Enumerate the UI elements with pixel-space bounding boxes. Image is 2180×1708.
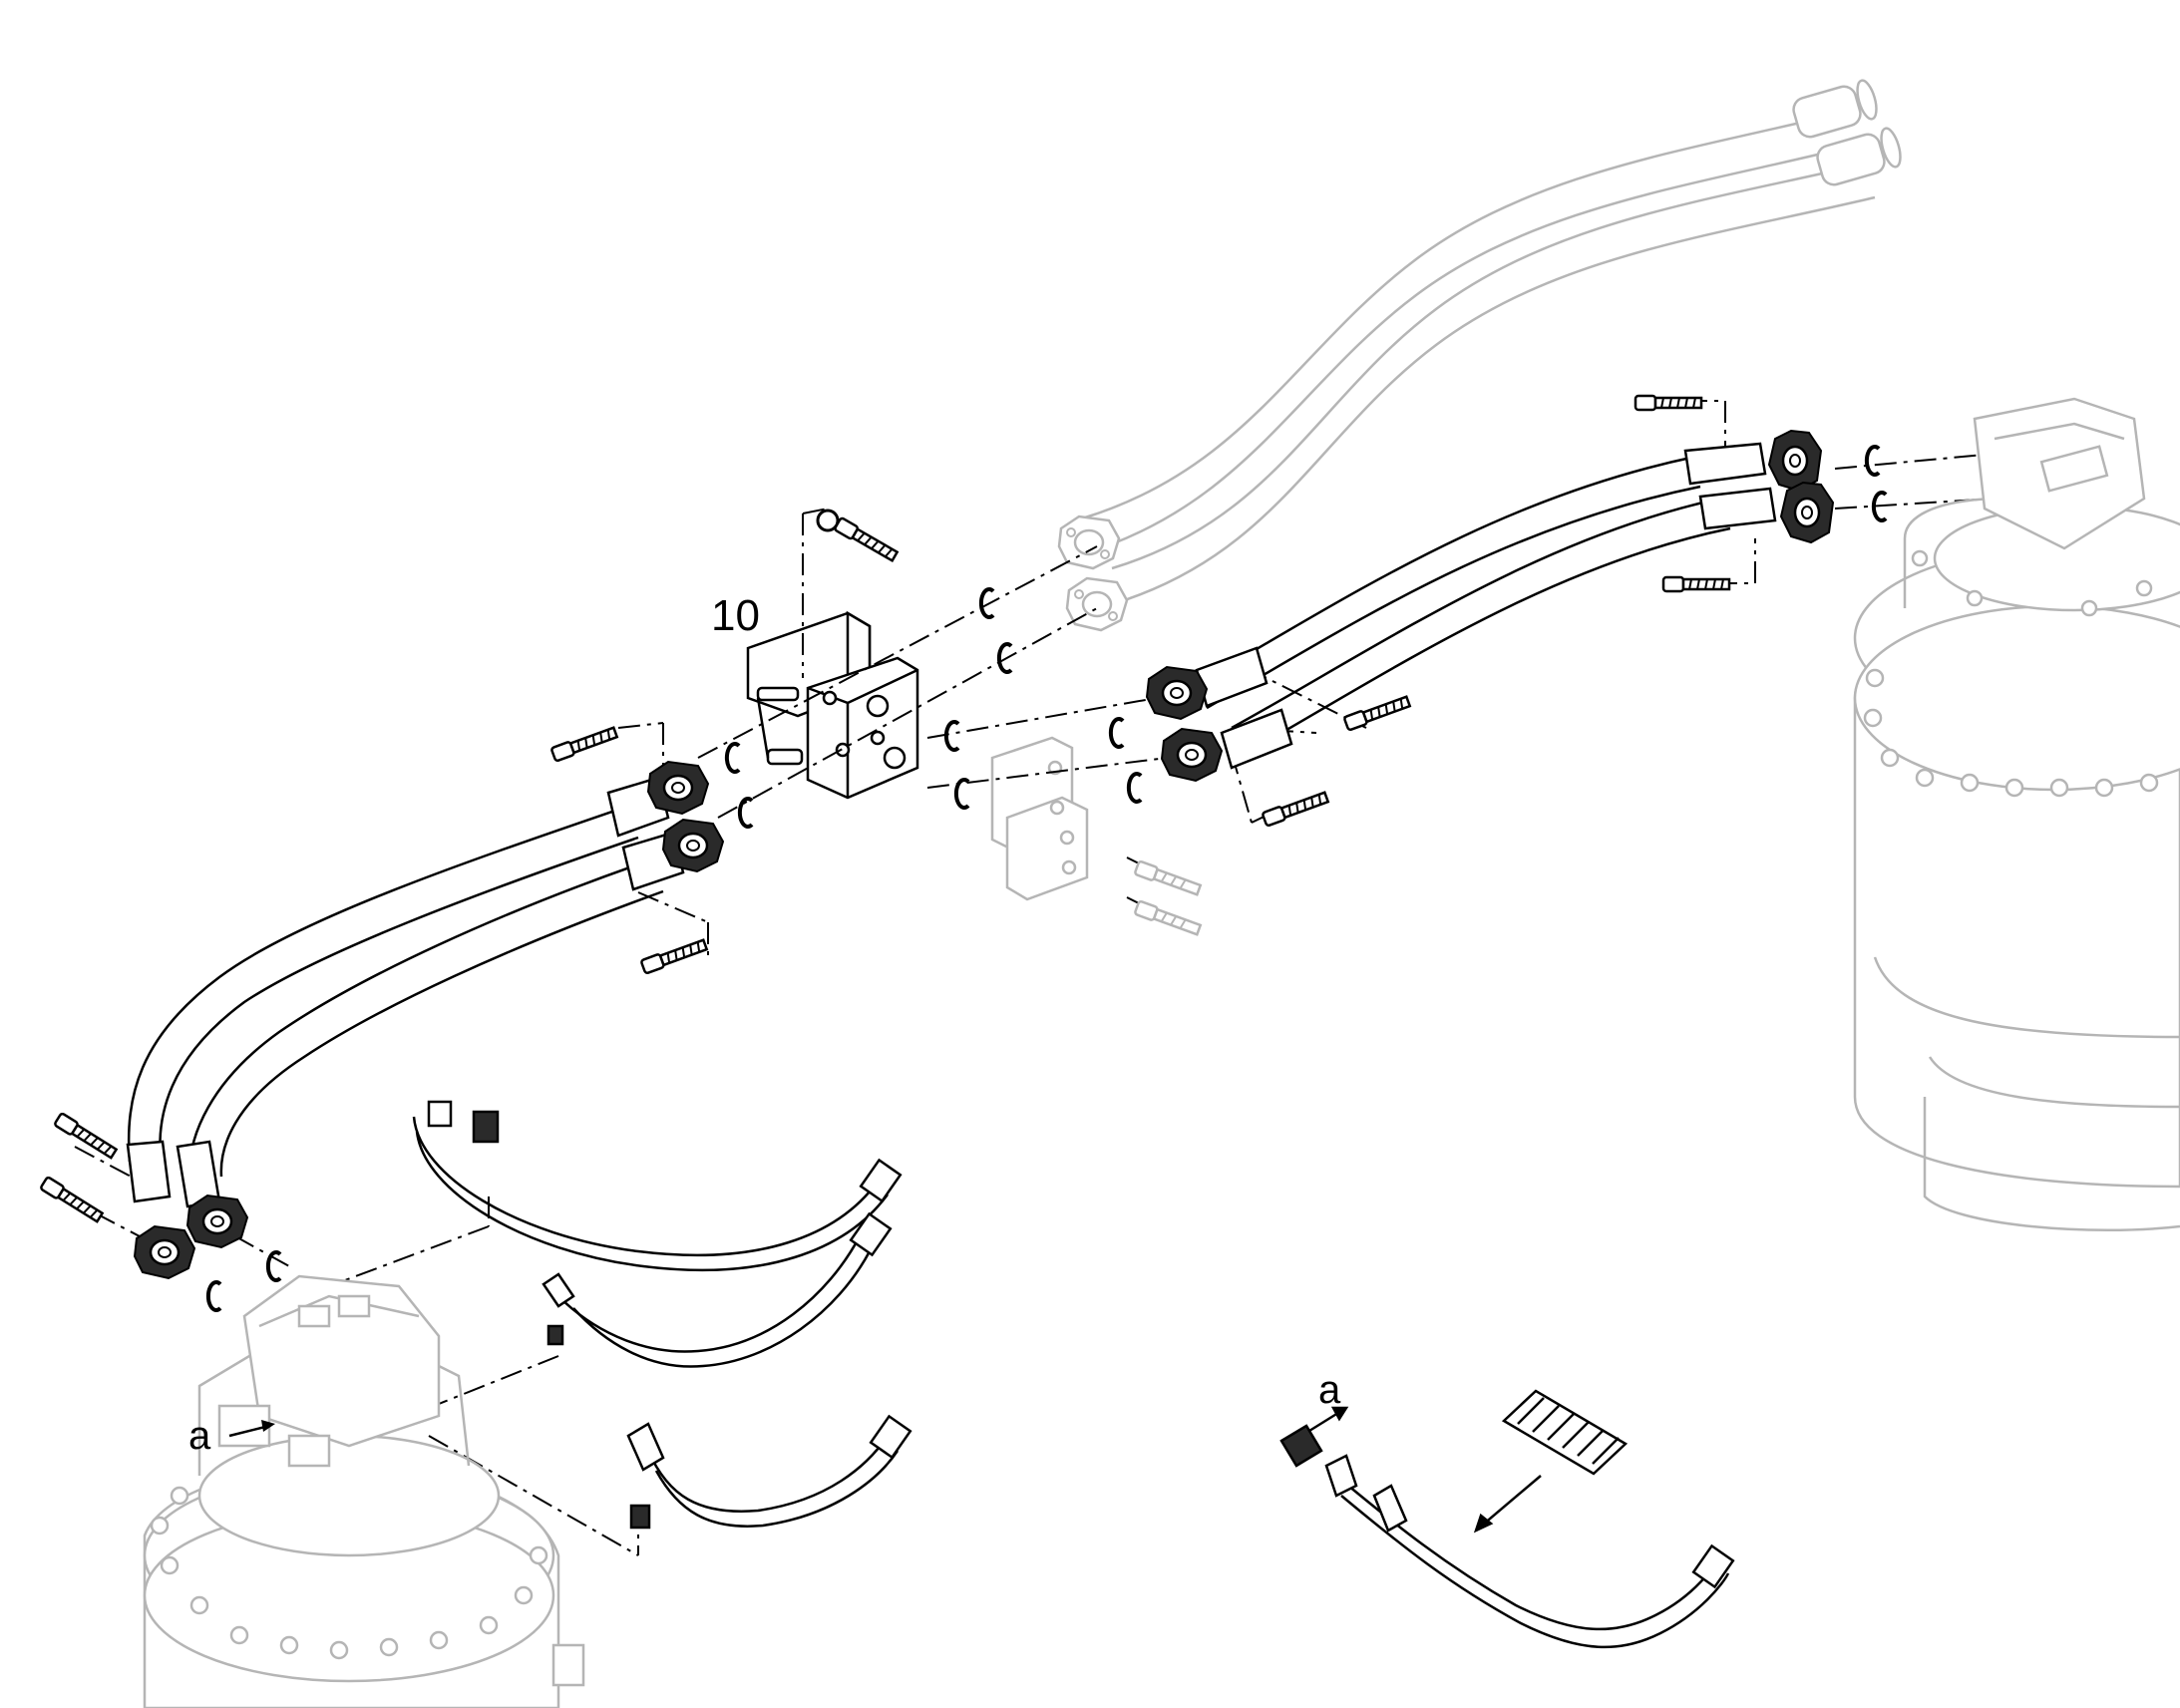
protective-sleeve-icon: [1501, 1389, 1629, 1476]
part-label-10: 10: [711, 591, 760, 640]
detail-label-a-right: a: [1318, 1368, 1341, 1412]
ghost-flange-upper: [1057, 514, 1121, 570]
travel-motor-right: [1853, 397, 2180, 1231]
flange-left-upper: [646, 760, 710, 816]
ghost-flange-lower: [1065, 576, 1129, 632]
flange-motor-upper: [133, 1224, 196, 1280]
hoses-right: [1195, 442, 1777, 770]
flange-right-motor-upper: [1767, 429, 1823, 493]
mounting-bracket-10: [746, 610, 919, 800]
flange-right-motor-lower: [1779, 481, 1835, 544]
flange-motor-lower: [185, 1194, 249, 1249]
o-rings: [205, 445, 1888, 1312]
detail-a-assembly: [1279, 1406, 1735, 1649]
travel-motor-left: [143, 1274, 585, 1708]
flange-right-lower: [1160, 727, 1224, 783]
valve-block: [990, 736, 1089, 901]
small-hoses-lower: [412, 1100, 912, 1530]
detail-label-a-left: a: [188, 1414, 211, 1458]
ghost-hoses-top: [1081, 79, 1902, 606]
hoses-left: [126, 776, 685, 1208]
bolts: [39, 394, 1731, 1225]
detail-a-arrow: [228, 1420, 275, 1438]
flange-right-upper: [1145, 665, 1209, 721]
flange-left-lower: [661, 818, 725, 873]
